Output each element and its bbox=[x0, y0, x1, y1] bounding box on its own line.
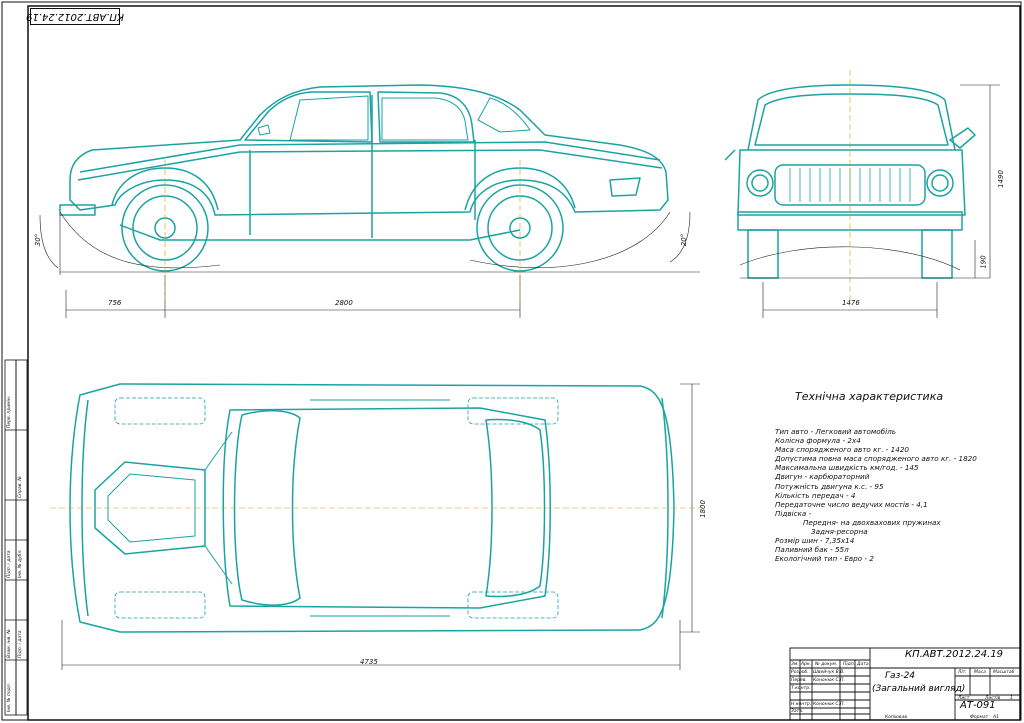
spec-line: Підвіска - bbox=[775, 508, 812, 518]
tb-perev: Перев. bbox=[791, 678, 807, 683]
title-block-subtitle: (Загальний вигляд) bbox=[872, 684, 966, 694]
spec-line: Передаточне число ведучих мостів - 4,1 bbox=[775, 499, 928, 509]
sidebar-cell: Підп. і дата bbox=[7, 550, 12, 578]
dim-length: 4735 bbox=[360, 658, 378, 666]
dim-track-width: 1476 bbox=[842, 299, 860, 307]
dim-height: 1490 bbox=[996, 170, 1005, 188]
spec-line: Максимальна швидкість км/год. - 145 bbox=[775, 463, 919, 473]
sidebar-cell: Інв. № подл. bbox=[7, 682, 12, 712]
spec-line: Допустима повна маса спорядженого авто к… bbox=[775, 454, 977, 464]
tb-zatv: Затв. bbox=[791, 709, 804, 714]
front-view-dimension-lines bbox=[739, 84, 1000, 318]
side-view-car bbox=[59, 84, 669, 272]
spec-title: Технічна характеристика bbox=[795, 390, 944, 403]
tb-sign: Підп. bbox=[843, 662, 856, 667]
dim-wheelbase: 2800 bbox=[335, 299, 353, 307]
top-view-car bbox=[69, 383, 675, 633]
dim-ground-clearance: 190 bbox=[979, 255, 988, 269]
tb-zm: Зм. bbox=[791, 662, 799, 667]
tb-format-value: А1 bbox=[993, 715, 999, 720]
technical-specification: Технічна характеристика Тип авто - Легко… bbox=[775, 390, 995, 563]
spec-line: Передня- на двохвахових пружинах bbox=[803, 517, 941, 527]
top-stamp: КП.АВТ.2012.24.19 bbox=[26, 8, 124, 25]
dim-departure-angle: 20° bbox=[680, 233, 689, 247]
title-block-name: Газ-24 bbox=[885, 671, 916, 681]
tb-doc: № докум. bbox=[815, 662, 838, 667]
dim-approach-angle: 30° bbox=[34, 233, 43, 247]
sidebar-cell: Підп. і дата bbox=[18, 630, 23, 658]
spec-line: Розмір шин - 7,35х14 bbox=[775, 536, 855, 546]
sidebar-cell: Інв. № дубл. bbox=[18, 549, 23, 578]
sidebar-cell: Справ. № bbox=[18, 476, 23, 498]
spec-line: Потужність двигуна к.с. - 95 bbox=[775, 481, 884, 491]
left-sidebar-grid bbox=[4, 359, 28, 716]
tb-rozrob: Розроб. bbox=[791, 670, 809, 675]
top-stamp-text: КП.АВТ.2012.24.19 bbox=[25, 11, 125, 22]
tb-sheets-count: 1 bbox=[1010, 696, 1013, 701]
tb-t-kontr: Т.контр. bbox=[791, 686, 811, 691]
tb-sheet: Лист bbox=[958, 696, 970, 701]
side-view-dimension-lines bbox=[39, 211, 700, 318]
tb-developer: Швейчук В.В. bbox=[813, 670, 845, 675]
tb-lit: Літ. bbox=[958, 670, 967, 675]
top-view-dimension-lines bbox=[61, 383, 700, 670]
spec-line: Кількість передач - 4 bbox=[775, 490, 856, 500]
spec-line: Паливний бак - 55л bbox=[775, 545, 849, 555]
sidebar-cell: Перв. примін. bbox=[7, 395, 12, 428]
tb-checker-2: Кононюк С.П. bbox=[813, 702, 845, 707]
sidebar-cell: Взам. інв. № bbox=[7, 629, 12, 658]
title-block-group: АТ-091 bbox=[960, 700, 996, 711]
spec-line: Екологічний тип - Евро - 2 bbox=[775, 554, 874, 564]
dim-front-overhang: 756 bbox=[108, 299, 122, 307]
spec-line: Тип авто - Легковий автомобіль bbox=[775, 427, 896, 436]
dim-width: 1800 bbox=[698, 500, 707, 518]
tb-scale: Масштаб bbox=[993, 670, 1015, 675]
tb-arkush: Арк. bbox=[801, 662, 812, 667]
title-block-code: КП.АВТ.2012.24.19 bbox=[905, 649, 1004, 660]
spec-line: Задня-ресорна bbox=[811, 527, 868, 537]
tb-n-kontr: Н.контр. bbox=[791, 702, 812, 707]
spec-line: Колісна формула - 2х4 bbox=[775, 436, 861, 446]
tb-date: Дата bbox=[857, 662, 869, 667]
tb-copied: Копіював bbox=[885, 715, 907, 720]
spec-line: Двигун - карбюраторний bbox=[775, 472, 870, 482]
inner-frame bbox=[27, 5, 1021, 721]
tb-mass: Маса bbox=[974, 670, 986, 675]
tb-format: Формат bbox=[970, 715, 989, 720]
tb-checker: Кононюк С.П. bbox=[813, 678, 845, 683]
tb-sheets: Листів bbox=[985, 696, 1001, 701]
spec-line: Маса спорядженого авто кг. - 1420 bbox=[775, 445, 909, 455]
title-block-grid bbox=[789, 647, 1021, 721]
